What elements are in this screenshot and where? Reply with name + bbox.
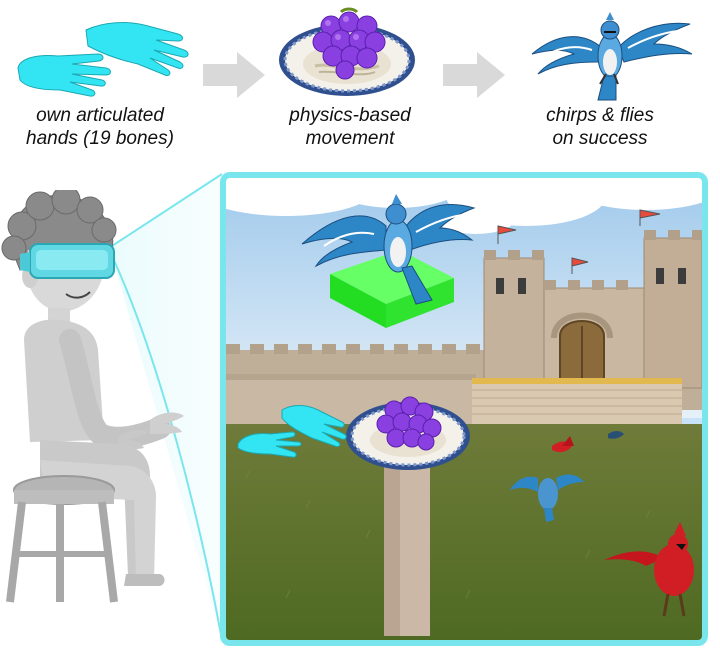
flying-bird-icon: [531, 12, 693, 101]
caption-line: movement: [305, 128, 395, 149]
small-cardinal-icon: [552, 436, 574, 453]
step-caption-movement: physics-based movement: [250, 104, 450, 150]
caption-line: own articulated: [36, 105, 164, 126]
scene-grape-plate: [346, 396, 470, 470]
vr-headset-icon: [20, 243, 115, 279]
vr-scene: [226, 178, 702, 640]
grape-plate-icon: [279, 7, 415, 96]
caption-line: on success: [552, 128, 648, 149]
virtual-hands-icon: [237, 405, 347, 458]
vr-user-figure: [1, 190, 184, 603]
small-bird-icon: [608, 431, 624, 439]
step-caption-success: chirps & flies on success: [500, 104, 700, 150]
blue-jay-on-platform: [301, 194, 476, 305]
step-caption-hands: own articulated hands (19 bones): [0, 104, 200, 150]
hands-icon: [17, 22, 189, 97]
view-cone: [111, 173, 223, 641]
caption-line: hands (19 bones): [26, 128, 174, 149]
arrow-right-icon: [203, 52, 265, 98]
pedestal: [376, 440, 436, 636]
caption-line: physics-based: [289, 105, 411, 126]
arrow-right-icon: [443, 52, 505, 98]
cardinal-bird-icon: [604, 522, 694, 617]
vr-scene-frame: [220, 172, 708, 646]
blue-jay-ground-icon: [510, 474, 584, 522]
caption-line: chirps & flies: [546, 105, 654, 126]
